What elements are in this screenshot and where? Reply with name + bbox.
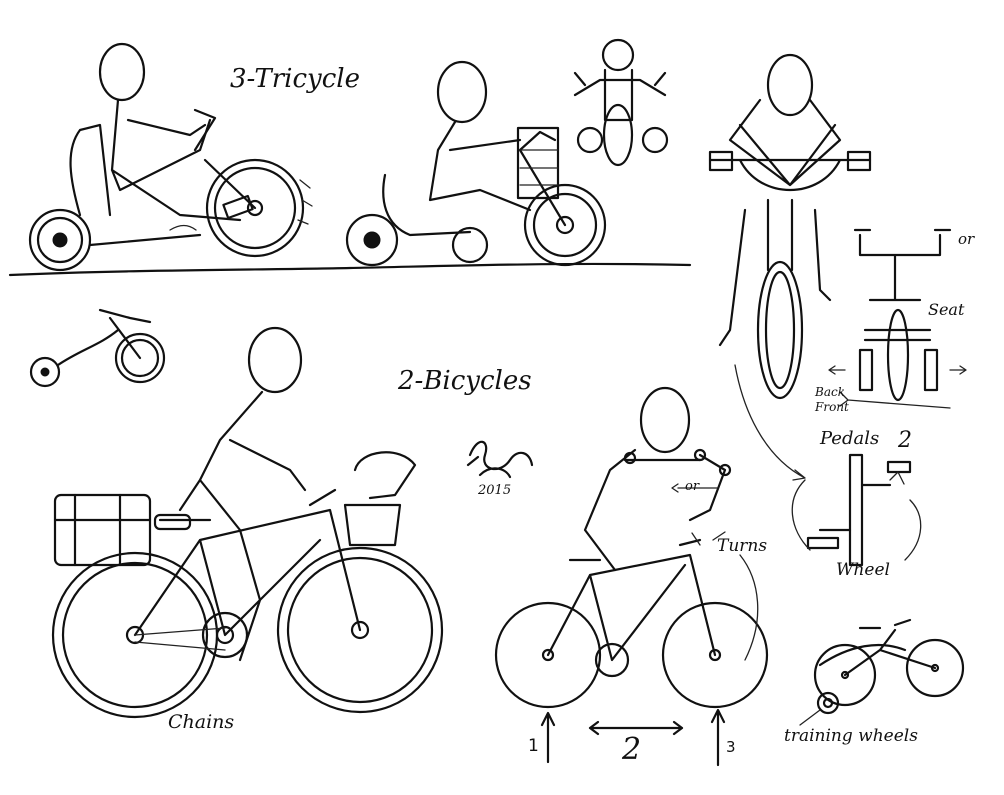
tricycle-front-view [573, 38, 669, 167]
dimension-arrows [540, 708, 726, 767]
label-training-wheels: training wheels [784, 726, 918, 746]
heading-tricycle: 3-Tricycle [230, 64, 360, 94]
label-back: Back [815, 385, 845, 399]
small-tricycle [29, 308, 166, 388]
label-pedals-mark: 2 [898, 428, 912, 453]
label-or-top: or [958, 230, 975, 248]
label-num-2: 2 [622, 732, 642, 767]
tricycle-back-view [828, 228, 967, 409]
label-seat: Seat [928, 300, 965, 319]
label-front: Front [815, 400, 849, 414]
signature-year: 2015 [478, 483, 512, 498]
tricycle-rider-1 [28, 42, 313, 272]
tricycle-rider-2 [345, 60, 607, 267]
bicycle-front-view-rider [708, 53, 872, 400]
ground-line [8, 262, 692, 277]
artist-signature [466, 440, 534, 479]
label-chains: Chains [168, 711, 235, 733]
training-wheels-bicycle [799, 618, 965, 726]
pedals-detail [791, 453, 922, 567]
label-pedals: Pedals [820, 428, 880, 449]
label-turns: Turns [717, 536, 768, 556]
label-num-3: 3 [726, 738, 736, 756]
label-or-arm: or [685, 479, 700, 494]
label-wheel: Wheel [836, 560, 890, 580]
bicycle-with-basket [51, 326, 444, 719]
heading-bicycles: 2-Bicycles [398, 366, 532, 396]
label-num-1: 1 [528, 736, 539, 756]
bicycle-side-rider [494, 386, 769, 709]
arrow-to-pedals [734, 364, 806, 481]
